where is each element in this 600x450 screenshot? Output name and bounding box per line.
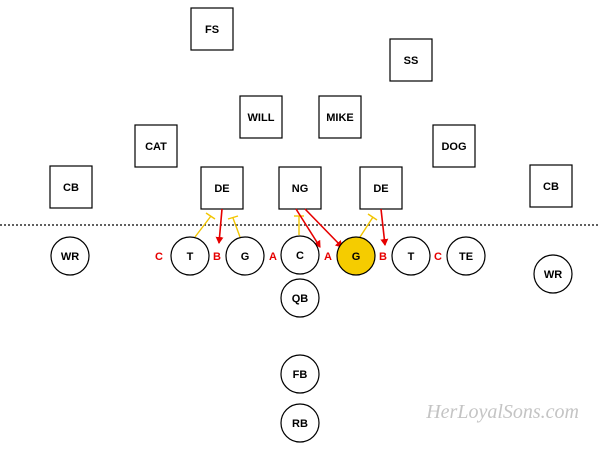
wr-right-label: WR (544, 269, 562, 281)
slant-arrow-ng-1 (295, 208, 321, 248)
t-right-label: T (408, 251, 415, 263)
gap-b-left: B (213, 251, 221, 263)
t-left-circle: T (170, 236, 210, 276)
g-left-label: G (241, 251, 250, 263)
fs-label: FS (205, 24, 219, 36)
ng-label: NG (292, 183, 309, 195)
mike-label: MIKE (326, 112, 354, 124)
cb-left-label: CB (63, 182, 79, 194)
will-label: WILL (248, 112, 275, 124)
cb-left-box: CB (49, 165, 93, 209)
cat-label: CAT (145, 141, 167, 153)
defense: FS SS WILL MIKE CAT DOG CB CB (49, 7, 573, 210)
fs-box: FS (190, 7, 234, 51)
te-circle: TE (446, 236, 486, 276)
de-left-box: DE (200, 166, 244, 210)
c-label: C (296, 250, 304, 262)
dog-box: DOG (432, 124, 476, 168)
mike-box: MIKE (318, 95, 362, 139)
block-arrow-left-tackle (194, 215, 212, 238)
will-box: WILL (239, 95, 283, 139)
g-right-circle-highlighted: G (336, 236, 376, 276)
ss-box: SS (389, 38, 433, 82)
blocking-arrows (194, 208, 389, 248)
rb-circle: RB (280, 403, 320, 443)
watermark: HerLoyalSons.com (425, 401, 579, 423)
slant-arrow-de-left (215, 208, 224, 244)
gap-c-left: C (155, 251, 163, 263)
block-cap-right-guard (367, 213, 378, 221)
rb-label: RB (292, 418, 308, 430)
slant-arrow-ng-2 (304, 208, 343, 248)
g-left-circle: G (225, 236, 265, 276)
fb-circle: FB (280, 354, 320, 394)
de-right-label: DE (373, 183, 388, 195)
gap-c-right: C (434, 251, 442, 263)
c-circle: C (280, 235, 320, 275)
g-right-label: G (352, 251, 361, 263)
ng-box: NG (278, 166, 322, 210)
slant-arrow-de-right (380, 208, 389, 246)
de-right-box: DE (359, 166, 403, 210)
gap-a-left: A (269, 251, 277, 263)
gap-a-right: A (324, 251, 332, 263)
dog-label: DOG (441, 141, 466, 153)
gap-labels: C B A A B C (155, 251, 442, 263)
cb-right-box: CB (529, 164, 573, 208)
wr-right-circle: WR (533, 254, 573, 294)
te-label: TE (459, 251, 473, 263)
offense: WR T G C G T TE WR (50, 235, 573, 443)
block-arrow-left-guard (232, 217, 241, 238)
qb-label: QB (292, 293, 309, 305)
cb-right-label: CB (543, 181, 559, 193)
de-left-label: DE (214, 183, 229, 195)
block-arrow-right-guard (359, 216, 374, 238)
t-right-circle: T (391, 236, 431, 276)
gap-b-right: B (379, 251, 387, 263)
ss-label: SS (404, 55, 419, 67)
cat-box: CAT (134, 124, 178, 168)
wr-left-circle: WR (50, 236, 90, 276)
block-cap-left-tackle (205, 212, 216, 220)
qb-circle: QB (280, 278, 320, 318)
block-cap-left-guard (227, 215, 239, 220)
fb-label: FB (293, 369, 308, 381)
t-left-label: T (187, 251, 194, 263)
wr-left-label: WR (61, 251, 79, 263)
